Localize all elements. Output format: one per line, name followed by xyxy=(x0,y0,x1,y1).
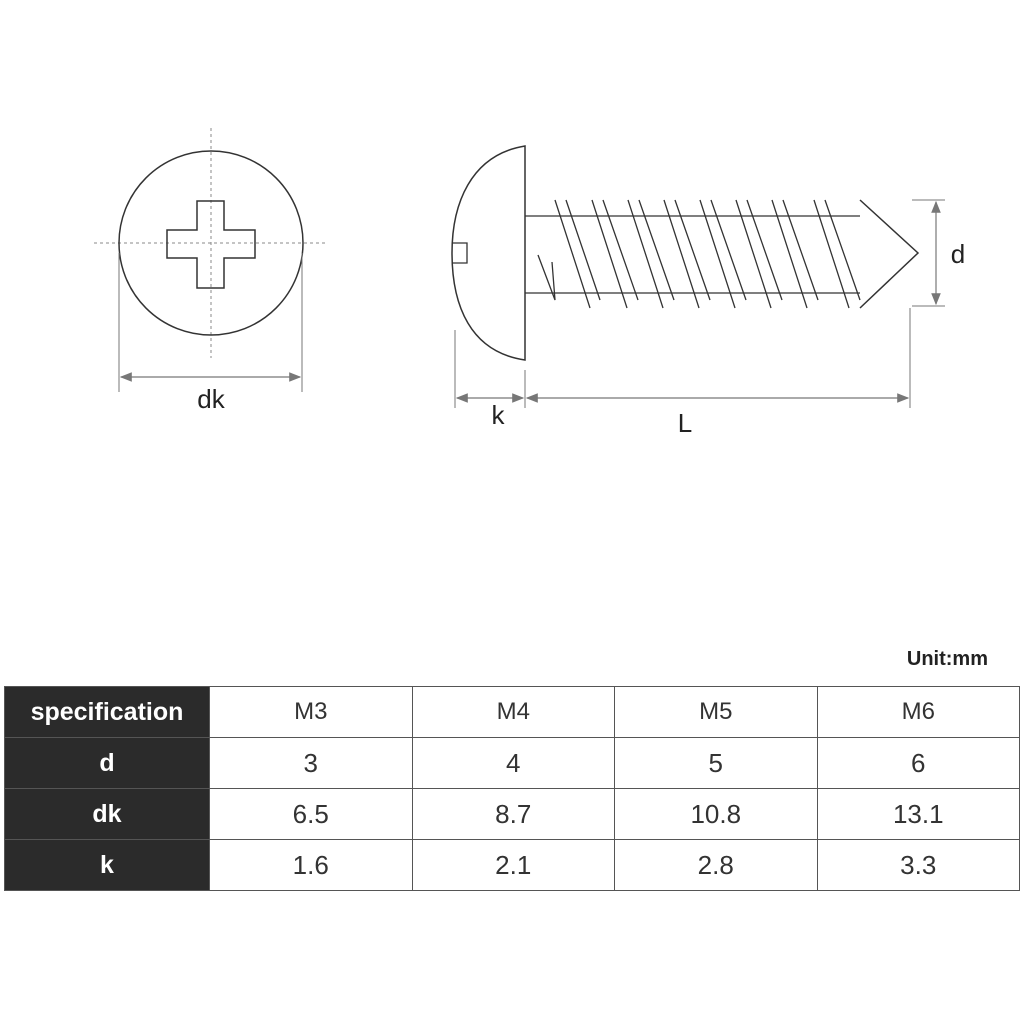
table-cell: M3 xyxy=(209,686,413,738)
table-row: d 3 4 5 6 xyxy=(4,737,1020,789)
k-label: k xyxy=(492,400,506,430)
table-row: specification M3 M4 M5 M6 xyxy=(4,686,1020,738)
table-cell: 3 xyxy=(209,737,413,789)
phillips-cross-recess xyxy=(166,200,256,289)
table-cell: 4 xyxy=(411,737,615,789)
dk-dimension: dk xyxy=(118,253,303,414)
k-dimension: k xyxy=(454,330,526,430)
row-header: d xyxy=(4,737,210,789)
table-cell: 10.8 xyxy=(614,788,818,840)
table-cell: 8.7 xyxy=(411,788,615,840)
table-cell: M6 xyxy=(816,686,1020,738)
table-cell: 6 xyxy=(816,737,1020,789)
screw-tip xyxy=(859,199,920,309)
row-header: specification xyxy=(4,686,210,738)
head-slot xyxy=(452,242,468,264)
head-top-view xyxy=(94,128,326,358)
L-label: L xyxy=(678,408,692,438)
table-cell: 2.8 xyxy=(614,839,818,891)
round-head xyxy=(451,145,526,361)
table-cell: M4 xyxy=(411,686,615,738)
table-cell: 3.3 xyxy=(816,839,1020,891)
table-cell: 5 xyxy=(614,737,818,789)
thread-lines xyxy=(537,199,861,309)
table-row: dk 6.5 8.7 10.8 13.1 xyxy=(4,788,1020,840)
table-cell: 2.1 xyxy=(411,839,615,891)
unit-label: Unit:mm xyxy=(906,648,988,670)
table-cell: 6.5 xyxy=(209,788,413,840)
table-cell: 13.1 xyxy=(816,788,1020,840)
d-label: d xyxy=(951,239,965,269)
table-cell: M5 xyxy=(614,686,818,738)
table-row: k 1.6 2.1 2.8 3.3 xyxy=(4,839,1020,891)
table-cell: 1.6 xyxy=(209,839,413,891)
dk-label: dk xyxy=(197,384,225,414)
row-header: k xyxy=(4,839,210,891)
d-dimension: d xyxy=(912,199,965,307)
spec-table: specification M3 M4 M5 M6 d 3 4 5 6 dk 6… xyxy=(4,686,1020,891)
screw-side-view xyxy=(451,145,920,361)
screw-technical-drawing: dk d k xyxy=(94,128,965,438)
row-header: dk xyxy=(4,788,210,840)
L-dimension: L xyxy=(525,308,911,438)
